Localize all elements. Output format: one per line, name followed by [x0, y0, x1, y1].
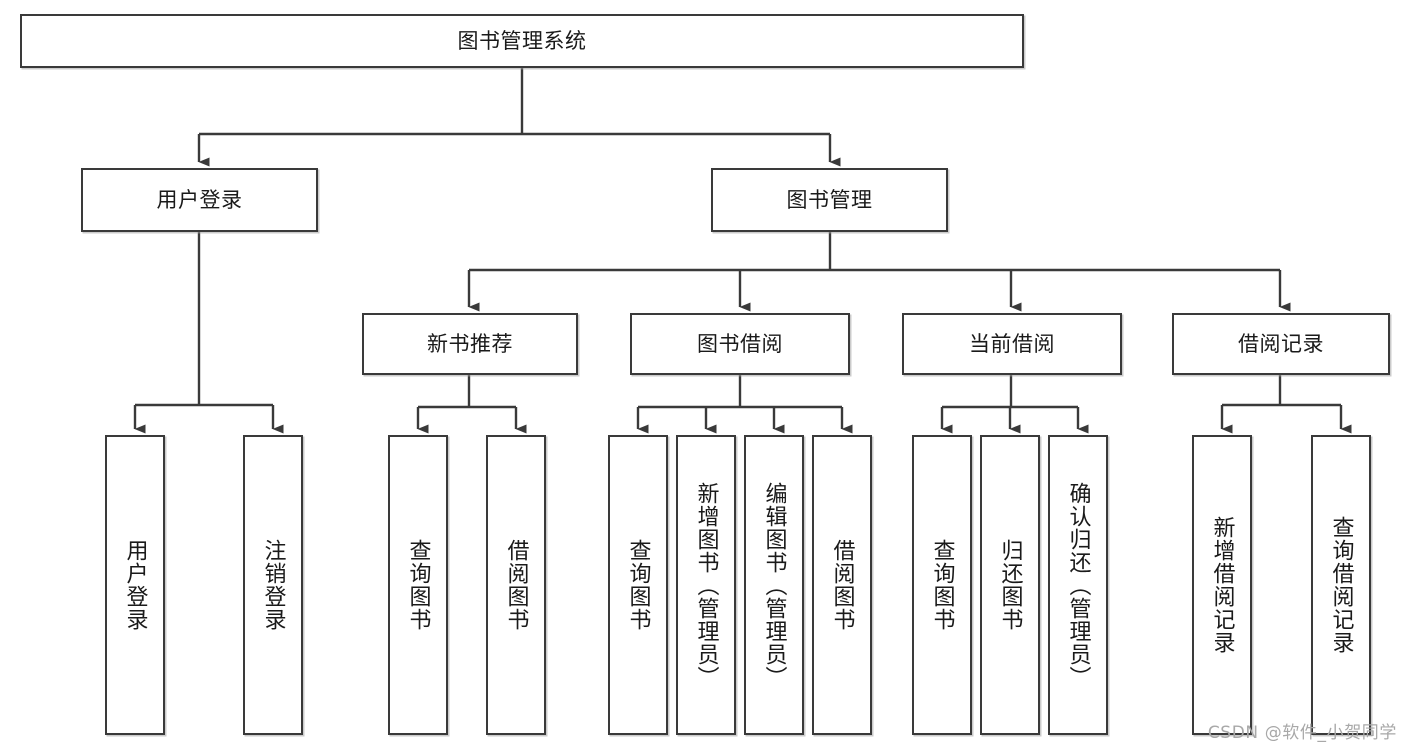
node-leaf-query-record[interactable]: 查询借阅记录: [1311, 435, 1371, 735]
node-leaf-add-book-label: 新增图书（管理员）: [693, 481, 719, 689]
node-leaf-user-logout-label: 注销登录: [260, 539, 286, 631]
node-current-borrow-label: 当前借阅: [969, 331, 1055, 356]
node-leaf-borrow-book-2[interactable]: 借阅图书: [812, 435, 872, 735]
node-leaf-query-book-3[interactable]: 查询图书: [912, 435, 972, 735]
node-leaf-query-book-1-label: 查询图书: [405, 539, 431, 631]
node-book-borrow-label: 图书借阅: [697, 331, 783, 356]
node-leaf-return-book[interactable]: 归还图书: [980, 435, 1040, 735]
node-leaf-user-login-label: 用户登录: [122, 539, 148, 631]
node-borrow-record[interactable]: 借阅记录: [1172, 313, 1390, 375]
node-new-book-recommend-label: 新书推荐: [427, 331, 513, 356]
node-leaf-borrow-book-2-label: 借阅图书: [829, 539, 855, 631]
node-leaf-query-book-3-label: 查询图书: [929, 539, 955, 631]
node-leaf-query-record-label: 查询借阅记录: [1328, 516, 1354, 654]
node-leaf-edit-book-label: 编辑图书（管理员）: [761, 481, 787, 689]
node-book-manage[interactable]: 图书管理: [711, 168, 948, 232]
node-book-manage-label: 图书管理: [786, 187, 873, 212]
node-leaf-add-record[interactable]: 新增借阅记录: [1192, 435, 1252, 735]
node-leaf-confirm-return[interactable]: 确认归还（管理员）: [1048, 435, 1108, 735]
node-leaf-user-logout[interactable]: 注销登录: [243, 435, 303, 735]
node-leaf-user-login[interactable]: 用户登录: [105, 435, 165, 735]
node-leaf-borrow-book-1-label: 借阅图书: [503, 539, 529, 631]
node-leaf-add-book[interactable]: 新增图书（管理员）: [676, 435, 736, 735]
node-root[interactable]: 图书管理系统: [20, 14, 1024, 68]
node-leaf-edit-book[interactable]: 编辑图书（管理员）: [744, 435, 804, 735]
node-user-login[interactable]: 用户登录: [81, 168, 318, 232]
node-leaf-add-record-label: 新增借阅记录: [1209, 516, 1235, 654]
node-leaf-query-book-1[interactable]: 查询图书: [388, 435, 448, 735]
node-user-login-label: 用户登录: [156, 187, 243, 212]
node-borrow-record-label: 借阅记录: [1238, 331, 1324, 356]
node-leaf-return-book-label: 归还图书: [997, 539, 1023, 631]
watermark-text: CSDN @软件_小贺同学: [1207, 723, 1397, 743]
node-leaf-borrow-book-1[interactable]: 借阅图书: [486, 435, 546, 735]
node-leaf-query-book-2[interactable]: 查询图书: [608, 435, 668, 735]
node-leaf-query-book-2-label: 查询图书: [625, 539, 651, 631]
node-root-label: 图书管理系统: [457, 28, 587, 53]
node-current-borrow[interactable]: 当前借阅: [902, 313, 1122, 375]
node-new-book-recommend[interactable]: 新书推荐: [362, 313, 578, 375]
node-leaf-confirm-return-label: 确认归还（管理员）: [1065, 481, 1091, 689]
node-book-borrow[interactable]: 图书借阅: [630, 313, 850, 375]
